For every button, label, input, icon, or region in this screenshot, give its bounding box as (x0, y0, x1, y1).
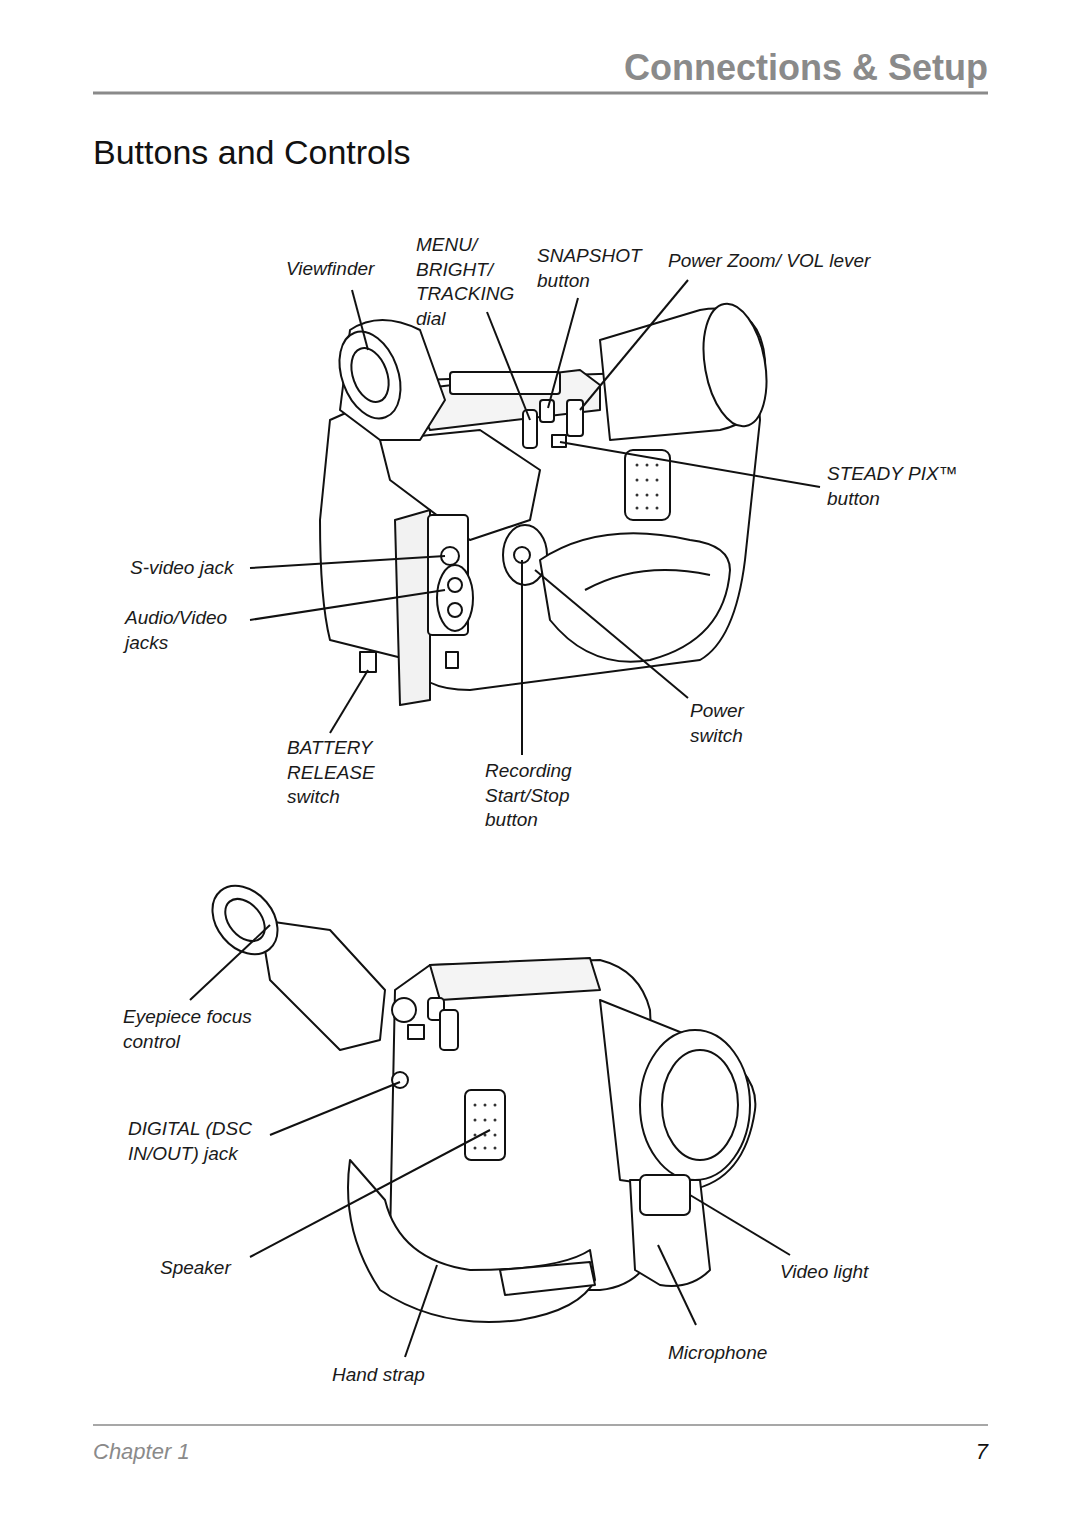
callout-label: Microphone (668, 1341, 767, 1366)
callout-label: Power Zoom/ VOL lever (668, 249, 870, 274)
page-number: 7 (976, 1438, 988, 1467)
callout-label: Video light (780, 1260, 868, 1285)
page-title: Buttons and Controls (93, 130, 411, 174)
callout-label: S-video jack (130, 556, 234, 581)
callout-label: MENU/ BRIGHT/ TRACKING dial (416, 233, 528, 332)
callout-label: Eyepiece focus control (123, 1005, 273, 1054)
callout-label: Hand strap (332, 1363, 425, 1388)
camcorder-front-view (199, 873, 755, 1322)
callout-label: Audio/Video jacks (125, 606, 250, 655)
callout-label: STEADY PIX™ button (827, 462, 977, 511)
running-header: Connections & Setup (624, 45, 988, 92)
chapter-footer: Chapter 1 (93, 1438, 190, 1467)
callout-label: Recording Start/Stop button (485, 759, 590, 833)
speaker-grille-top (636, 464, 659, 510)
speaker-grille-front (474, 1104, 497, 1150)
page-rules (93, 93, 988, 1425)
camcorder-top-view (320, 299, 775, 705)
leader-lines (190, 280, 820, 1357)
callout-label: Speaker (160, 1256, 231, 1281)
callout-label: BATTERY RELEASE switch (287, 736, 387, 810)
callout-label: Viewfinder (286, 257, 406, 282)
callout-label: Power switch (690, 699, 760, 748)
callout-label: SNAPSHOT button (537, 244, 655, 293)
callout-label: DIGITAL (DSC IN/OUT) jack (128, 1117, 266, 1166)
